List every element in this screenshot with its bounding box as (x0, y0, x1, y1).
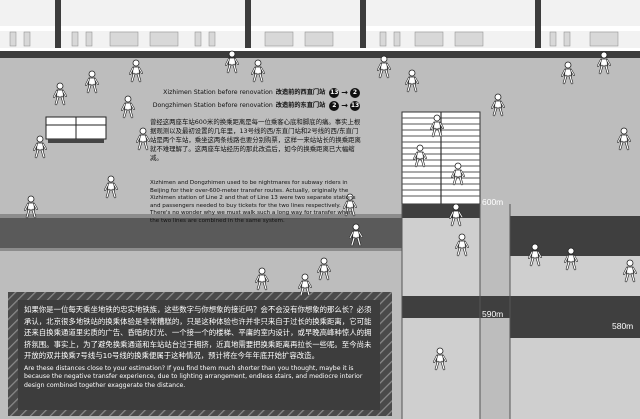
arrow-right-icon: → (341, 101, 348, 110)
arrow-right-icon: → (341, 88, 348, 97)
transfer-corridors (401, 204, 640, 419)
bottom-paragraph-chinese: 如果你是一位每天乘坐地铁的忠实地铁族，这些数字与你想象的接近吗？会不会没有你想象… (24, 305, 372, 361)
line-badge-icon: 13 (350, 101, 360, 111)
distance-label-580: 580m (612, 321, 634, 331)
legend-en: Dongzhimen Station before renovation (152, 101, 273, 109)
track-middle (0, 214, 402, 251)
legend: Xizhimen Station before renovation 改造前的西… (150, 88, 360, 114)
legend-zh: 改造前的东直门站 (275, 101, 326, 109)
paragraph-english: Xizhimen and Dongzhimen used to be night… (150, 180, 356, 224)
line-badge-icon: 2 (350, 88, 360, 98)
paragraph-chinese: 曾经这两座车站600米的换乘距离是每一位乘客心底和脚底的痛。事实上根据观测以及最… (150, 118, 361, 162)
legend-en: Xizhimen Station before renovation (163, 88, 273, 96)
bottom-text-box: 如果你是一位每天乘坐地铁的忠实地铁族，这些数字与你想象的接近吗？会不会没有你想象… (24, 304, 372, 408)
legend-row-dongzhimen: Dongzhimen Station before renovation 改造前… (150, 101, 360, 111)
train-top (0, 0, 640, 58)
distance-label-590: 590m (482, 309, 504, 319)
distance-label-600: 600m (482, 197, 504, 207)
line-badge-icon: 2 (329, 101, 340, 111)
legend-zh: 改造前的西直门站 (275, 88, 326, 96)
bench (45, 116, 107, 143)
text-box-background (18, 300, 380, 410)
line-badge-icon: 13 (329, 88, 340, 98)
legend-row-xizhimen: Xizhimen Station before renovation 改造前的西… (150, 88, 360, 98)
bottom-paragraph-english: Are these distances close to your estima… (24, 364, 363, 389)
